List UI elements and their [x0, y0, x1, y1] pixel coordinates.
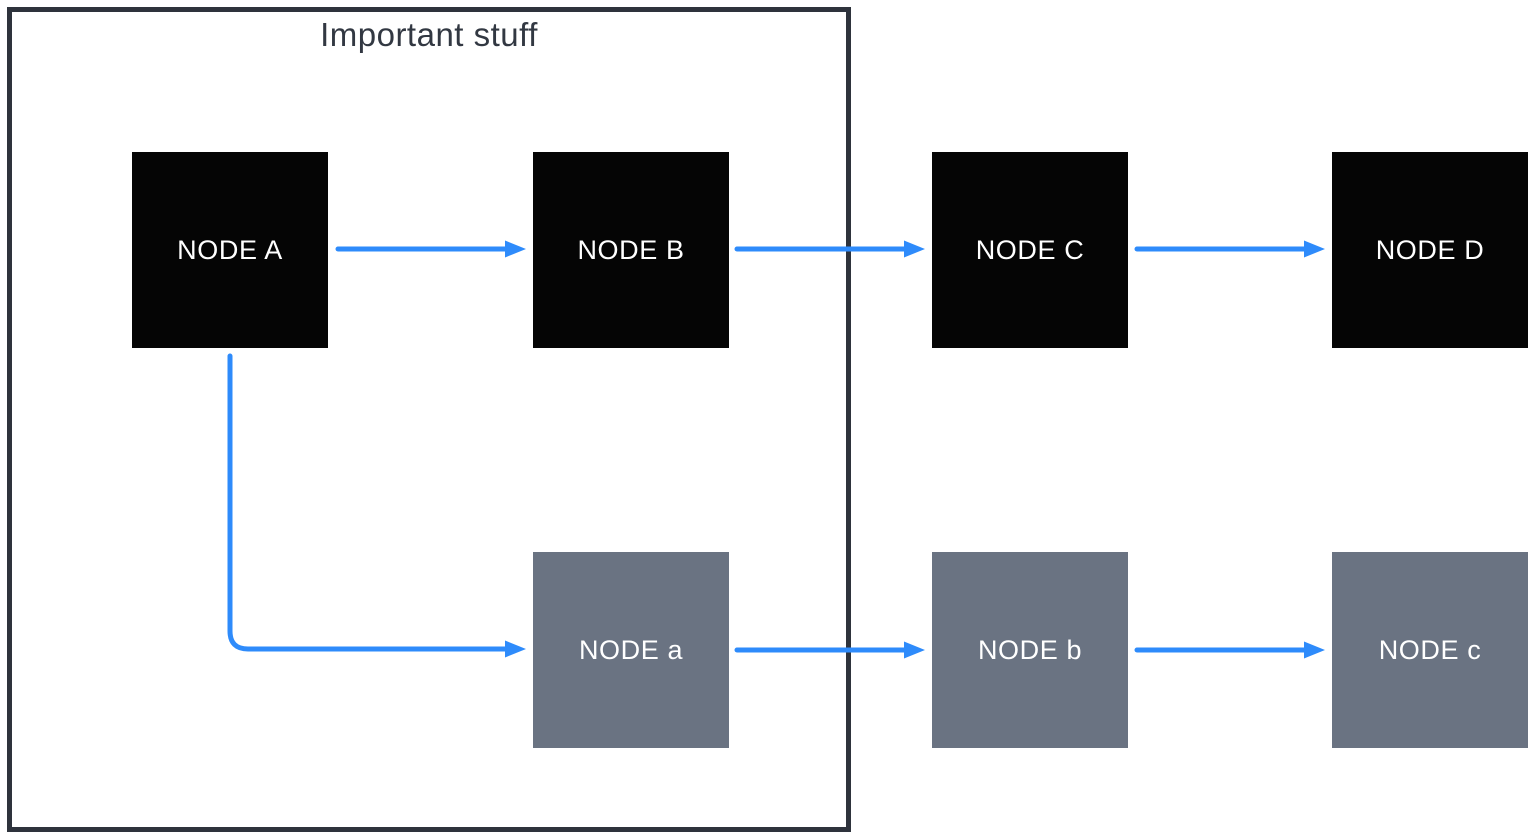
node-c-lower: NODE c: [1332, 552, 1528, 748]
node-b-upper: NODE B: [533, 152, 729, 348]
node-d-upper-label: NODE D: [1375, 234, 1485, 265]
node-a-lower-label: NODE a: [578, 634, 684, 665]
node-b-lower-label: NODE b: [977, 634, 1083, 665]
node-c-upper: NODE C: [932, 152, 1128, 348]
node-a-lower: NODE a: [533, 552, 729, 748]
node-b-upper-label: NODE B: [577, 234, 685, 265]
group-title: Important stuff: [320, 16, 538, 53]
group-container-important-stuff: [7, 7, 851, 832]
node-a-upper-label: NODE A: [177, 234, 283, 265]
node-d-upper: NODE D: [1332, 152, 1528, 348]
node-b-lower: NODE b: [932, 552, 1128, 748]
node-c-lower-label: NODE c: [1378, 634, 1482, 665]
node-a-upper: NODE A: [132, 152, 328, 348]
node-c-upper-label: NODE C: [975, 234, 1085, 265]
